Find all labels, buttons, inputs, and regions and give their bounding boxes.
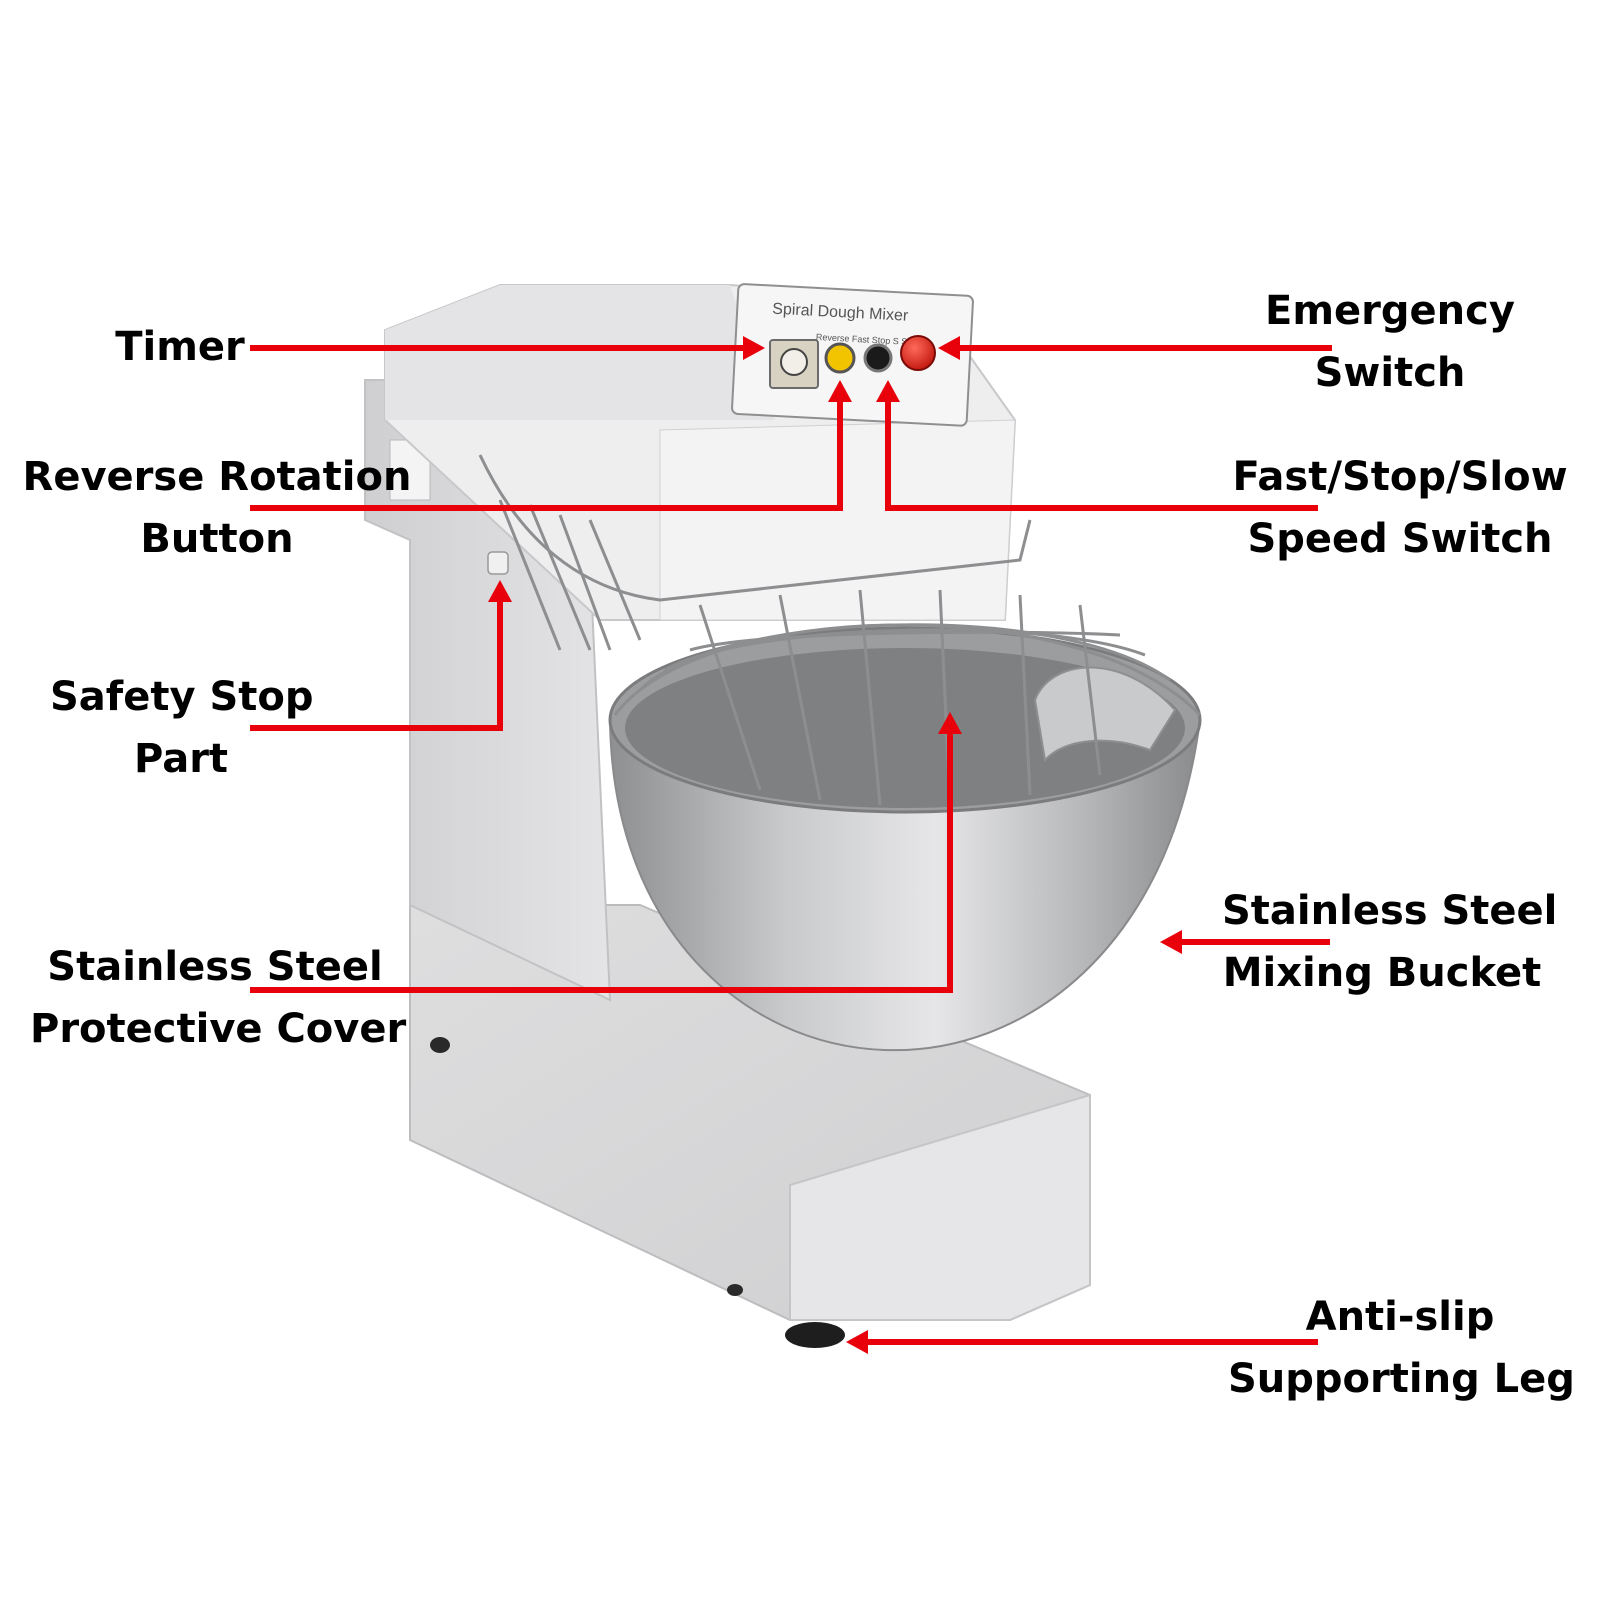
label-safety-stop-part: Safety Stop Part <box>50 674 314 782</box>
mixer-illustration: Spiral Dough Mixer Reverse Fast Stop S S… <box>364 283 1202 1348</box>
arrow-safety-head <box>488 580 512 602</box>
safety-stop-knob <box>487 551 509 575</box>
arrow-cover-head <box>938 712 962 734</box>
arrow-reverse-head <box>828 380 852 402</box>
arrow-bucket-head <box>1160 930 1182 954</box>
label-mixing-bucket: Stainless Steel Mixing Bucket <box>1222 888 1558 996</box>
mixing-bucket <box>608 719 1202 1051</box>
label-reverse-rotation-button: Reverse Rotation Button <box>22 454 412 562</box>
arrow-timer-head <box>743 336 765 360</box>
emergency-button <box>900 335 936 371</box>
label-speed-switch: Fast/Stop/Slow Speed Switch <box>1232 454 1568 562</box>
anti-slip-leg <box>785 1322 845 1348</box>
arrow-cover-line <box>250 729 953 993</box>
arrow-safety-line <box>250 597 503 731</box>
arrow-emergency-head <box>938 336 960 360</box>
arrow-speed-head <box>876 380 900 402</box>
reverse-button <box>824 342 856 374</box>
label-emergency-switch: Emergency Switch <box>1265 288 1515 396</box>
arrow-leg-head <box>846 1330 868 1354</box>
label-protective-cover: Stainless Steel Protective Cover <box>30 944 407 1052</box>
callout-arrows <box>250 336 1332 1354</box>
protective-cover <box>478 454 1202 806</box>
label-supporting-leg: Anti-slip Supporting Leg <box>1228 1294 1575 1402</box>
speed-switch <box>863 343 893 373</box>
arrow-reverse-line <box>250 397 843 511</box>
label-timer: Timer <box>115 324 245 370</box>
arrow-speed-line <box>885 397 1318 511</box>
